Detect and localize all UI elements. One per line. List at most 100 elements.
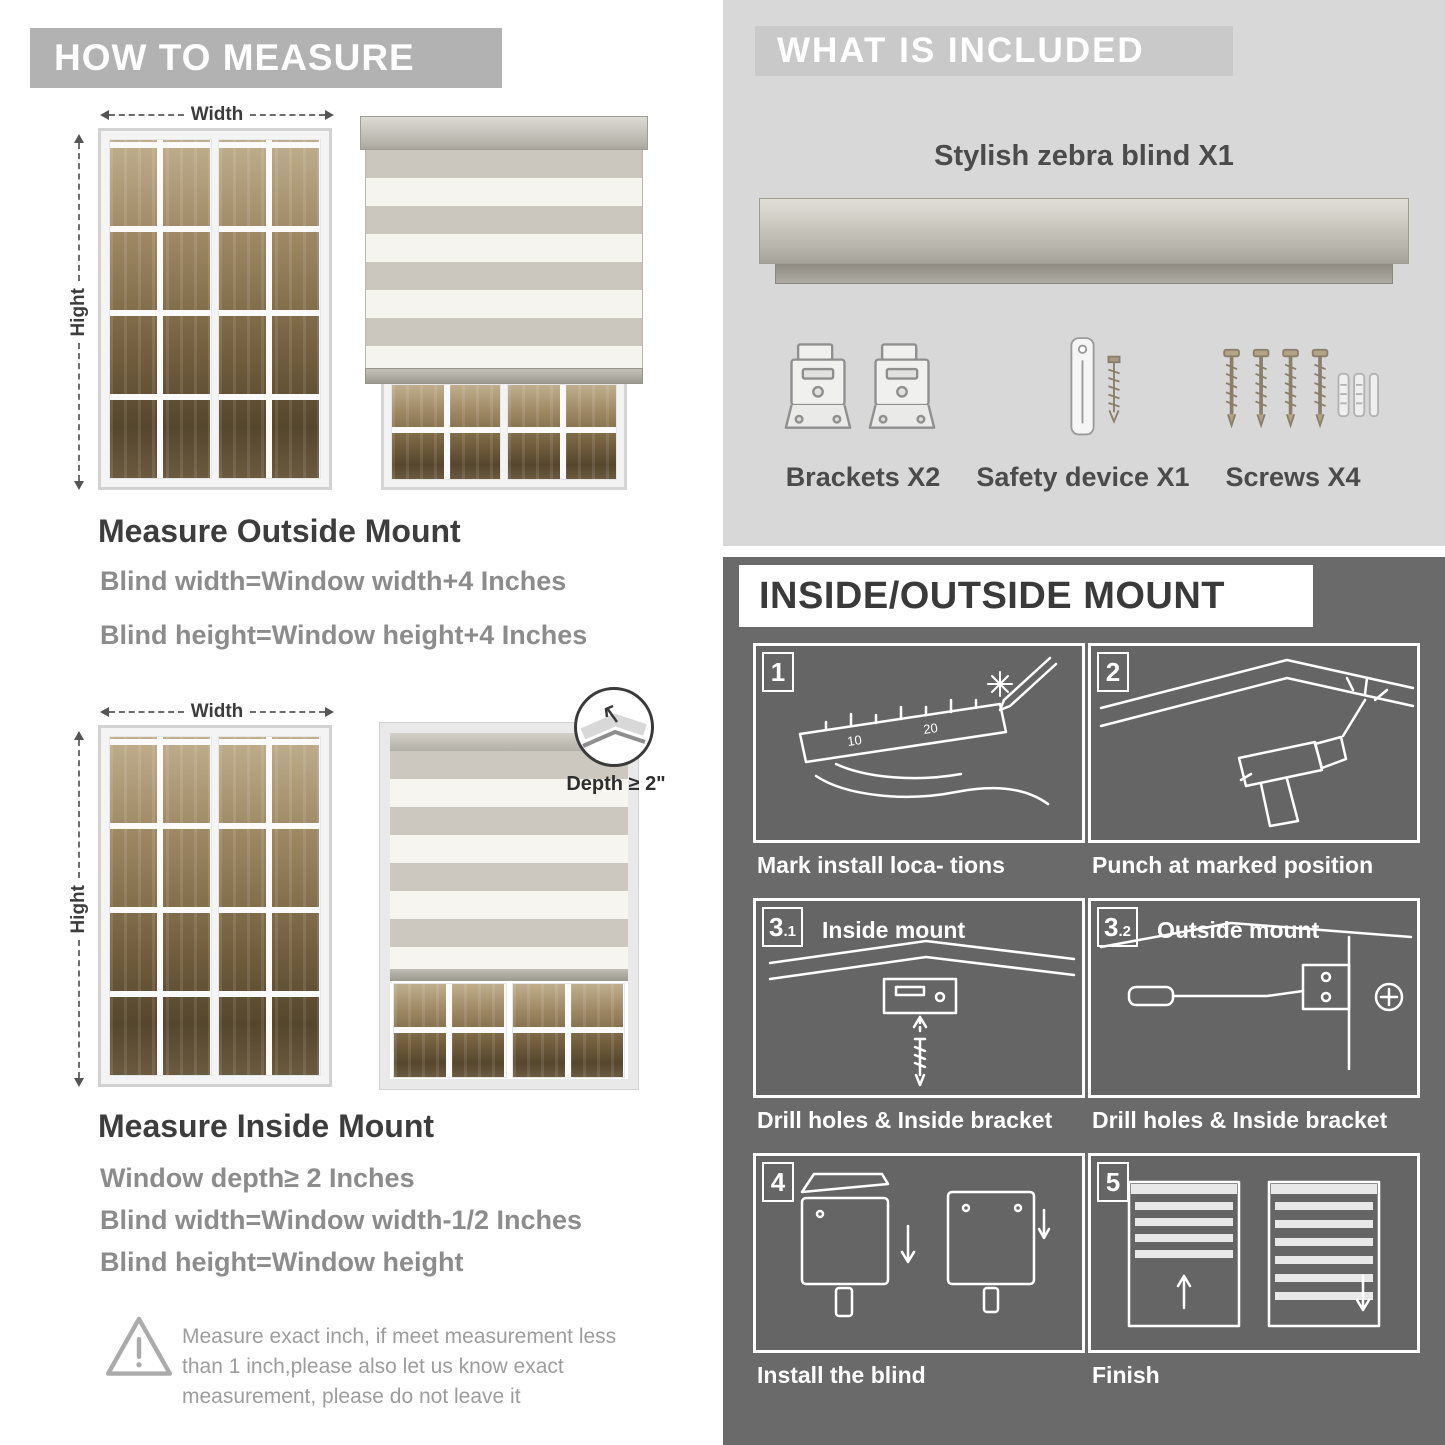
mount-steps-grid: 1 10 20 Mark install xyxy=(753,643,1420,1408)
safety-device-label: Safety device X1 xyxy=(976,462,1190,492)
what-is-included-title: WHAT IS INCLUDED xyxy=(777,31,1145,70)
install-blind-illustration xyxy=(800,1172,1051,1318)
safety-device-icon xyxy=(1051,334,1139,451)
step-inline-label: Inside mount xyxy=(822,917,966,943)
screws-label: Screws X4 xyxy=(1225,462,1361,492)
outside-mount-figure: Width Hight xyxy=(58,98,678,500)
mount-step-1: 1 10 20 Mark install xyxy=(753,643,1085,898)
window-illustration xyxy=(98,725,332,1087)
blind-headrail-lip xyxy=(775,264,1393,284)
dashed-line xyxy=(109,711,184,713)
what-is-included-section: WHAT IS INCLUDED Stylish zebra blind X1 xyxy=(723,0,1445,546)
blind-bottom-rail xyxy=(390,969,628,981)
height-label: Hight xyxy=(68,287,89,337)
mark-location-illustration: 10 20 xyxy=(798,656,1058,806)
step-number-badge: 3.1 xyxy=(762,907,803,947)
brackets-label: Brackets X2 xyxy=(785,462,941,492)
inside-mount-title: Measure Inside Mount xyxy=(98,1108,435,1144)
how-to-measure-title: HOW TO MEASURE xyxy=(54,37,415,78)
dashed-line xyxy=(250,114,325,116)
step-panel: 3.2 Outside mount xyxy=(1088,898,1420,1098)
window-under-blind xyxy=(390,983,628,1078)
width-arrow: Width xyxy=(100,104,334,125)
window-sash xyxy=(218,139,321,479)
included-items-icons xyxy=(723,330,1445,460)
inside-mount-figure: Width Hight xyxy=(58,687,678,1097)
zebra-stripes xyxy=(365,150,643,368)
window-under-blind xyxy=(381,384,627,490)
mount-title: INSIDE/OUTSIDE MOUNT xyxy=(759,575,1226,617)
warning-triangle-icon xyxy=(102,1312,176,1389)
blind-cassette xyxy=(360,116,648,150)
inside-bracket-illustration xyxy=(768,939,1076,1087)
height-label: Hight xyxy=(68,884,89,934)
step-number-badge: 5 xyxy=(1097,1162,1129,1202)
arrow-up-icon xyxy=(74,731,84,740)
screws-icon xyxy=(1215,344,1380,451)
step-panel: 1 10 20 xyxy=(753,643,1085,843)
formula-line: Blind width=Window width+4 Inches xyxy=(100,566,567,596)
zebra-stripes xyxy=(390,751,628,969)
drill-illustration xyxy=(1099,658,1415,828)
step-number-badge: 3.2 xyxy=(1097,907,1138,947)
outside-bracket-illustration xyxy=(1099,921,1413,1071)
height-arrow: Hight xyxy=(68,134,89,491)
window-sash xyxy=(391,384,501,480)
mount-step-2: 2 Punch at mar xyxy=(1088,643,1420,898)
svg-text:10: 10 xyxy=(846,732,862,749)
arrow-up-icon xyxy=(74,134,84,143)
arrow-right-icon xyxy=(325,707,334,717)
inside-mounted-blind-illustration xyxy=(379,722,639,1090)
step-panel: 2 xyxy=(1088,643,1420,843)
window-sash xyxy=(511,983,625,1078)
depth-callout-circle xyxy=(574,687,654,767)
dashed-line xyxy=(109,114,184,116)
mount-step-4: 4 xyxy=(753,1153,1085,1408)
what-is-included-header: WHAT IS INCLUDED xyxy=(755,26,1233,76)
measurement-note: Measure exact inch, if meet measurement … xyxy=(182,1325,617,1408)
window-sash xyxy=(507,384,617,480)
arrow-left-icon xyxy=(100,110,109,120)
step-caption: Drill holes & Inside bracket xyxy=(1092,1107,1388,1133)
step-number-badge: 4 xyxy=(762,1162,794,1202)
svg-text:20: 20 xyxy=(922,720,938,737)
product-label: Stylish zebra blind X1 xyxy=(934,140,1234,172)
width-arrow: Width xyxy=(100,701,334,722)
step-caption: Drill holes & Inside bracket xyxy=(757,1107,1053,1133)
step-caption: Finish xyxy=(1092,1362,1160,1388)
step-panel: 3.1 Inside mount xyxy=(753,898,1085,1098)
arrow-down-icon xyxy=(74,481,84,491)
blind-headrail-illustration xyxy=(759,198,1409,264)
step-caption: Mark install loca- tions xyxy=(757,852,1005,878)
step-number-badge: 1 xyxy=(762,652,794,692)
dashed-line xyxy=(78,940,80,1079)
blind-bottom-rail xyxy=(365,368,643,384)
depth-label: Depth ≥ 2" xyxy=(566,773,666,795)
formula-line: Blind height=Window height+4 Inches xyxy=(100,620,588,650)
blind-cassette xyxy=(390,733,628,751)
mount-instructions-section: INSIDE/OUTSIDE MOUNT 1 xyxy=(723,557,1445,1445)
brackets-icons xyxy=(783,338,937,438)
mount-step-3-2: 3.2 Outside mount xyxy=(1088,898,1420,1153)
mount-header: INSIDE/OUTSIDE MOUNT xyxy=(739,565,1313,627)
step-inline-label: Outside mount xyxy=(1157,917,1320,943)
window-sash xyxy=(109,139,212,479)
finish-illustration xyxy=(1127,1180,1381,1328)
dashed-line xyxy=(78,343,80,482)
window-sash xyxy=(218,736,321,1076)
formula-line: Blind width=Window width-1/2 Inches xyxy=(100,1205,583,1235)
dashed-line xyxy=(78,740,80,878)
window-sash xyxy=(109,736,212,1076)
arrow-down-icon xyxy=(74,1078,84,1088)
bracket-icon xyxy=(868,343,936,429)
arrow-left-icon xyxy=(100,707,109,717)
mount-step-5: 5 xyxy=(1088,1153,1420,1408)
window-illustration xyxy=(98,128,332,490)
how-to-measure-header: HOW TO MEASURE xyxy=(30,28,502,88)
step-number-badge: 2 xyxy=(1097,652,1129,692)
outside-mounted-blind-illustration xyxy=(360,116,648,493)
outside-mount-title: Measure Outside Mount xyxy=(98,513,461,549)
dashed-line xyxy=(250,711,325,713)
step-panel: 5 xyxy=(1088,1153,1420,1353)
